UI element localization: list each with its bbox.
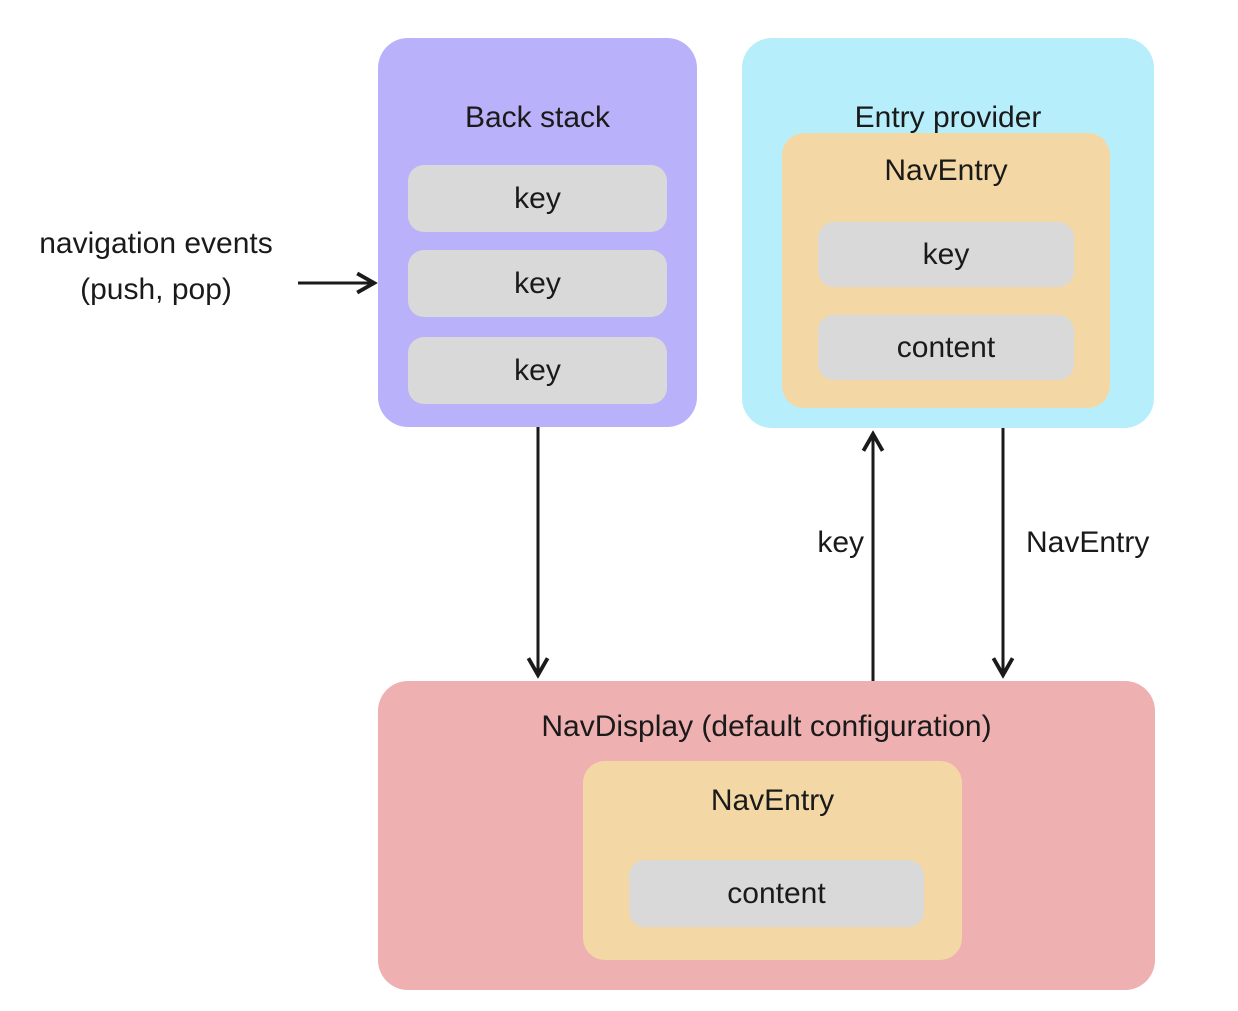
- nav-display-box: NavDisplay (default configuration) NavEn…: [378, 681, 1155, 990]
- navigation-events-label-line1: navigation events: [39, 227, 273, 260]
- back-stack-title: Back stack: [464, 101, 611, 134]
- naventry-arrow-label: NavEntry: [1026, 526, 1150, 559]
- back-stack-key-item: key: [408, 337, 667, 404]
- entry-provider-box: Entry provider NavEntry key content: [742, 38, 1154, 428]
- entry-provider-nav-entry-title: NavEntry: [884, 154, 1008, 187]
- entry-provider-title: Entry provider: [854, 101, 1042, 134]
- back-stack-key-item: key: [408, 250, 667, 317]
- back-stack-key-item: key: [408, 165, 667, 232]
- navigation-events-label: navigation events (push, pop): [0, 221, 312, 313]
- entry-provider-nav-entry-box: NavEntry key content: [782, 133, 1110, 408]
- key-arrow-label: key: [817, 526, 864, 559]
- navigation-events-label-line2: (push, pop): [80, 273, 232, 306]
- nav-display-title: NavDisplay (default configuration): [541, 710, 992, 743]
- back-stack-box: Back stack key key key: [378, 38, 697, 427]
- nav-entry-key-item: key: [818, 222, 1074, 287]
- nav-entry-content-item: content: [629, 860, 924, 927]
- nav-display-nav-entry-title: NavEntry: [710, 784, 835, 817]
- nav-display-nav-entry-box: NavEntry content: [583, 761, 962, 960]
- nav-entry-content-item: content: [818, 315, 1074, 380]
